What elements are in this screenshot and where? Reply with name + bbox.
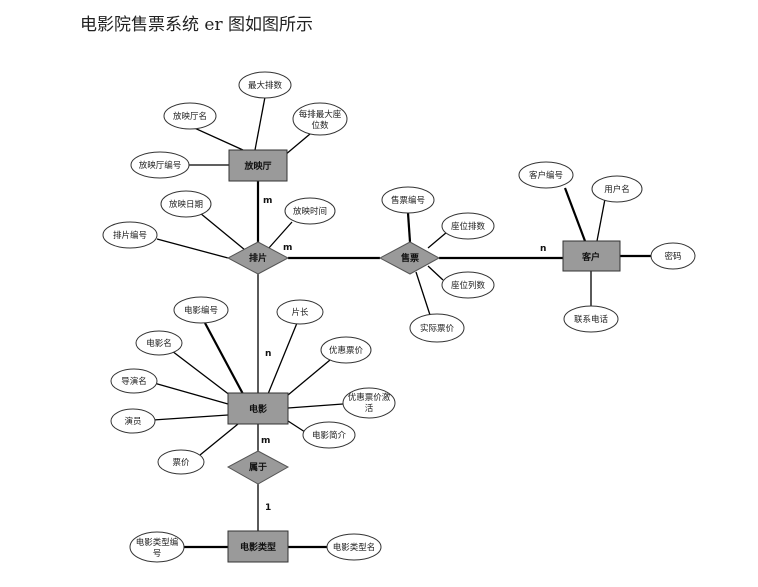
edge-show-time	[267, 221, 293, 250]
entity-movie: 电影	[227, 392, 289, 425]
attribute-movie-no: 电影编号	[173, 296, 229, 324]
attribute-hall-no-label: 放映厅编号	[139, 160, 182, 171]
edge-customer-no	[563, 187, 587, 242]
attribute-type-name: 电影类型名	[326, 533, 382, 561]
attribute-discount-active: 优惠票价激 活	[342, 387, 396, 419]
attribute-show-time-label: 放映时间	[293, 206, 327, 217]
cardinality-ticket-customer: n	[540, 244, 546, 254]
edge-movie-name	[171, 350, 236, 400]
edge-max-rows	[254, 96, 266, 151]
attribute-password: 密码	[650, 242, 696, 270]
edge-show-date	[199, 212, 246, 251]
attribute-discount-active-label-2: 活	[365, 403, 374, 414]
edge-actual-price	[415, 271, 431, 316]
entity-movie-type-label: 电影类型	[240, 541, 276, 553]
attribute-seat-col-label: 座位列数	[451, 280, 486, 291]
attribute-movie-name: 电影名	[135, 330, 183, 356]
entity-movie-label: 电影	[249, 403, 267, 415]
attribute-customer-no-label: 客户编号	[529, 170, 563, 181]
attribute-type-no-label-2: 号	[153, 549, 162, 559]
edge-duration	[267, 322, 298, 395]
relationship-belongs: 属于	[226, 450, 290, 485]
attribute-movie-name-label: 电影名	[146, 338, 172, 349]
edge-username	[596, 198, 606, 242]
attribute-actual-price: 实际票价	[409, 313, 465, 343]
relationship-ticket-label: 售票	[400, 252, 419, 264]
attribute-seat-col: 座位列数	[441, 271, 495, 299]
attribute-director: 导演名	[110, 368, 158, 394]
edge-movie-no	[204, 322, 244, 395]
attribute-intro: 电影简介	[302, 421, 356, 449]
entity-movie-type: 电影类型	[227, 530, 289, 563]
edge-intro	[287, 420, 306, 433]
attribute-director-label: 导演名	[121, 376, 147, 387]
relationship-schedule-label: 排片	[249, 252, 267, 264]
attribute-max-rows: 最大排数	[238, 71, 292, 99]
edge-director	[153, 382, 229, 405]
attribute-discount-price-label: 优惠票价	[329, 345, 364, 356]
cardinality-belongs-type: 1	[265, 503, 271, 513]
attribute-duration-label: 片长	[291, 307, 309, 318]
attribute-hall-name: 放映厅名	[163, 102, 217, 130]
attribute-ticket-no-label: 售票编号	[391, 195, 425, 206]
attribute-show-date: 放映日期	[160, 190, 212, 218]
attribute-actor-label: 演员	[124, 416, 141, 427]
edge-seat-row	[427, 231, 448, 249]
attribute-actual-price-label: 实际票价	[420, 323, 455, 334]
edge-max-seats	[284, 133, 311, 156]
attribute-max-seats: 每排最大座 位数	[292, 102, 348, 136]
attribute-type-name-label: 电影类型名	[333, 542, 376, 553]
attribute-discount-active-label-1: 优惠票价激	[348, 392, 391, 403]
entity-customer-label: 客户	[581, 251, 600, 263]
page-title: 电影院售票系统 er 图如图所示	[80, 15, 313, 35]
attribute-max-seats-label-1: 每排最大座	[299, 109, 342, 120]
cardinality-hall-schedule: m	[263, 196, 272, 206]
attribute-price: 票价	[157, 449, 205, 475]
edge-schedule-no	[156, 238, 229, 259]
edge-discount-active	[287, 403, 344, 409]
attribute-phone-label: 联系电话	[574, 314, 609, 325]
attribute-max-seats-label-2: 位数	[311, 120, 329, 131]
attribute-customer-no: 客户编号	[518, 161, 574, 189]
attribute-price-label: 票价	[172, 458, 190, 468]
entity-hall-label: 放映厅	[243, 160, 271, 172]
attribute-username: 用户名	[591, 175, 643, 203]
attribute-hall-name-label: 放映厅名	[173, 111, 207, 122]
attribute-max-rows-label: 最大排数	[248, 80, 283, 91]
attribute-show-date-label: 放映日期	[169, 199, 203, 210]
attribute-schedule-no-label: 排片编号	[113, 230, 147, 241]
attribute-username-label: 用户名	[604, 184, 630, 195]
attribute-movie-no-label: 电影编号	[184, 305, 218, 316]
edge-price	[199, 423, 239, 456]
attribute-seat-row: 座位排数	[441, 212, 495, 240]
attribute-type-no: 电影类型编 号	[129, 531, 185, 563]
cardinality-movie-belongs: m	[261, 436, 270, 446]
relationship-belongs-label: 属于	[248, 461, 267, 473]
attribute-hall-no: 放映厅编号	[130, 151, 190, 179]
edge-seat-col	[427, 265, 444, 281]
cardinality-schedule-movie: n	[265, 349, 271, 359]
edge-actor	[152, 414, 229, 421]
attribute-schedule-no: 排片编号	[102, 221, 158, 249]
edge-discount-price	[287, 359, 331, 396]
attribute-ticket-no: 售票编号	[381, 186, 435, 214]
attribute-discount-price: 优惠票价	[320, 336, 372, 364]
attribute-type-no-label-1: 电影类型编	[136, 537, 179, 548]
cardinality-schedule-ticket: m	[283, 243, 292, 253]
relationship-ticket: 售票	[378, 241, 441, 275]
attribute-actor: 演员	[110, 408, 156, 434]
attribute-password-label: 密码	[664, 251, 681, 262]
attribute-seat-row-label: 座位排数	[451, 221, 486, 232]
entity-hall: 放映厅	[228, 149, 288, 182]
attribute-duration: 片长	[276, 299, 324, 325]
edge-ticket-no	[406, 212, 412, 243]
entity-customer: 客户	[562, 240, 621, 272]
attribute-intro-label: 电影简介	[312, 430, 347, 441]
edge-hall-name	[189, 125, 244, 151]
attribute-phone: 联系电话	[563, 305, 619, 333]
relationship-schedule: 排片	[226, 241, 290, 275]
attribute-show-time: 放映时间	[284, 197, 336, 225]
